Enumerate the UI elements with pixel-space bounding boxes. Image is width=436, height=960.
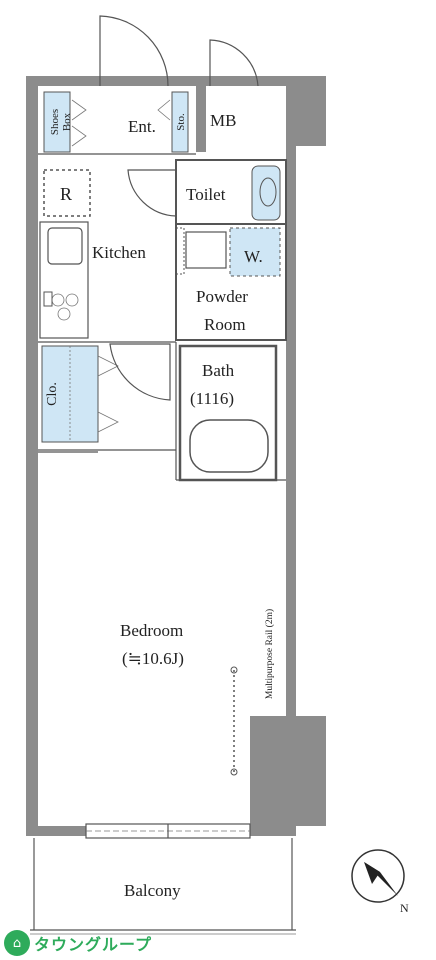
bedroom-size-label: (≒10.6J) [122, 649, 184, 668]
powder-room-label-line1: Powder [196, 287, 248, 306]
town-logo-icon: ⌂ [4, 930, 30, 956]
kitchen-door [127, 169, 177, 217]
bath-label: Bath [202, 361, 235, 380]
meter-box-label: MB [210, 111, 236, 130]
powder-room [175, 223, 287, 341]
outer-walls [26, 76, 326, 836]
storage-label: Sto. [175, 113, 187, 131]
company-logo: ⌂ タウングループ [4, 928, 152, 958]
bedroom-label: Bedroom [120, 621, 183, 640]
entrance-area [38, 15, 259, 155]
kitchen-counter [39, 221, 89, 339]
balcony-outline [30, 838, 296, 935]
refrigerator-label: R [60, 184, 72, 204]
company-logo-text: タウングループ [34, 935, 153, 954]
toilet-label: Toilet [186, 185, 226, 204]
rail-label: Multipurpose Rail (2m) [264, 609, 275, 699]
refrigerator-space [43, 169, 91, 217]
closet [38, 345, 176, 451]
interior-walls [38, 341, 286, 481]
closet-label: Clo. [45, 382, 60, 406]
balcony-label: Balcony [124, 881, 181, 900]
balcony-window [85, 823, 251, 839]
washer-label: W. [244, 247, 263, 266]
entrance-label: Ent. [128, 117, 156, 136]
kitchen-label: Kitchen [92, 243, 146, 262]
compass-north-label: N [400, 901, 409, 915]
compass: N [351, 849, 409, 915]
shoes-box-label-line1: ShoesBox [49, 109, 73, 135]
bath-size-label: (1116) [190, 389, 234, 408]
bedroom-door [109, 343, 171, 401]
multipurpose-rail [230, 666, 238, 776]
powder-room-label-line2: Room [204, 315, 246, 334]
